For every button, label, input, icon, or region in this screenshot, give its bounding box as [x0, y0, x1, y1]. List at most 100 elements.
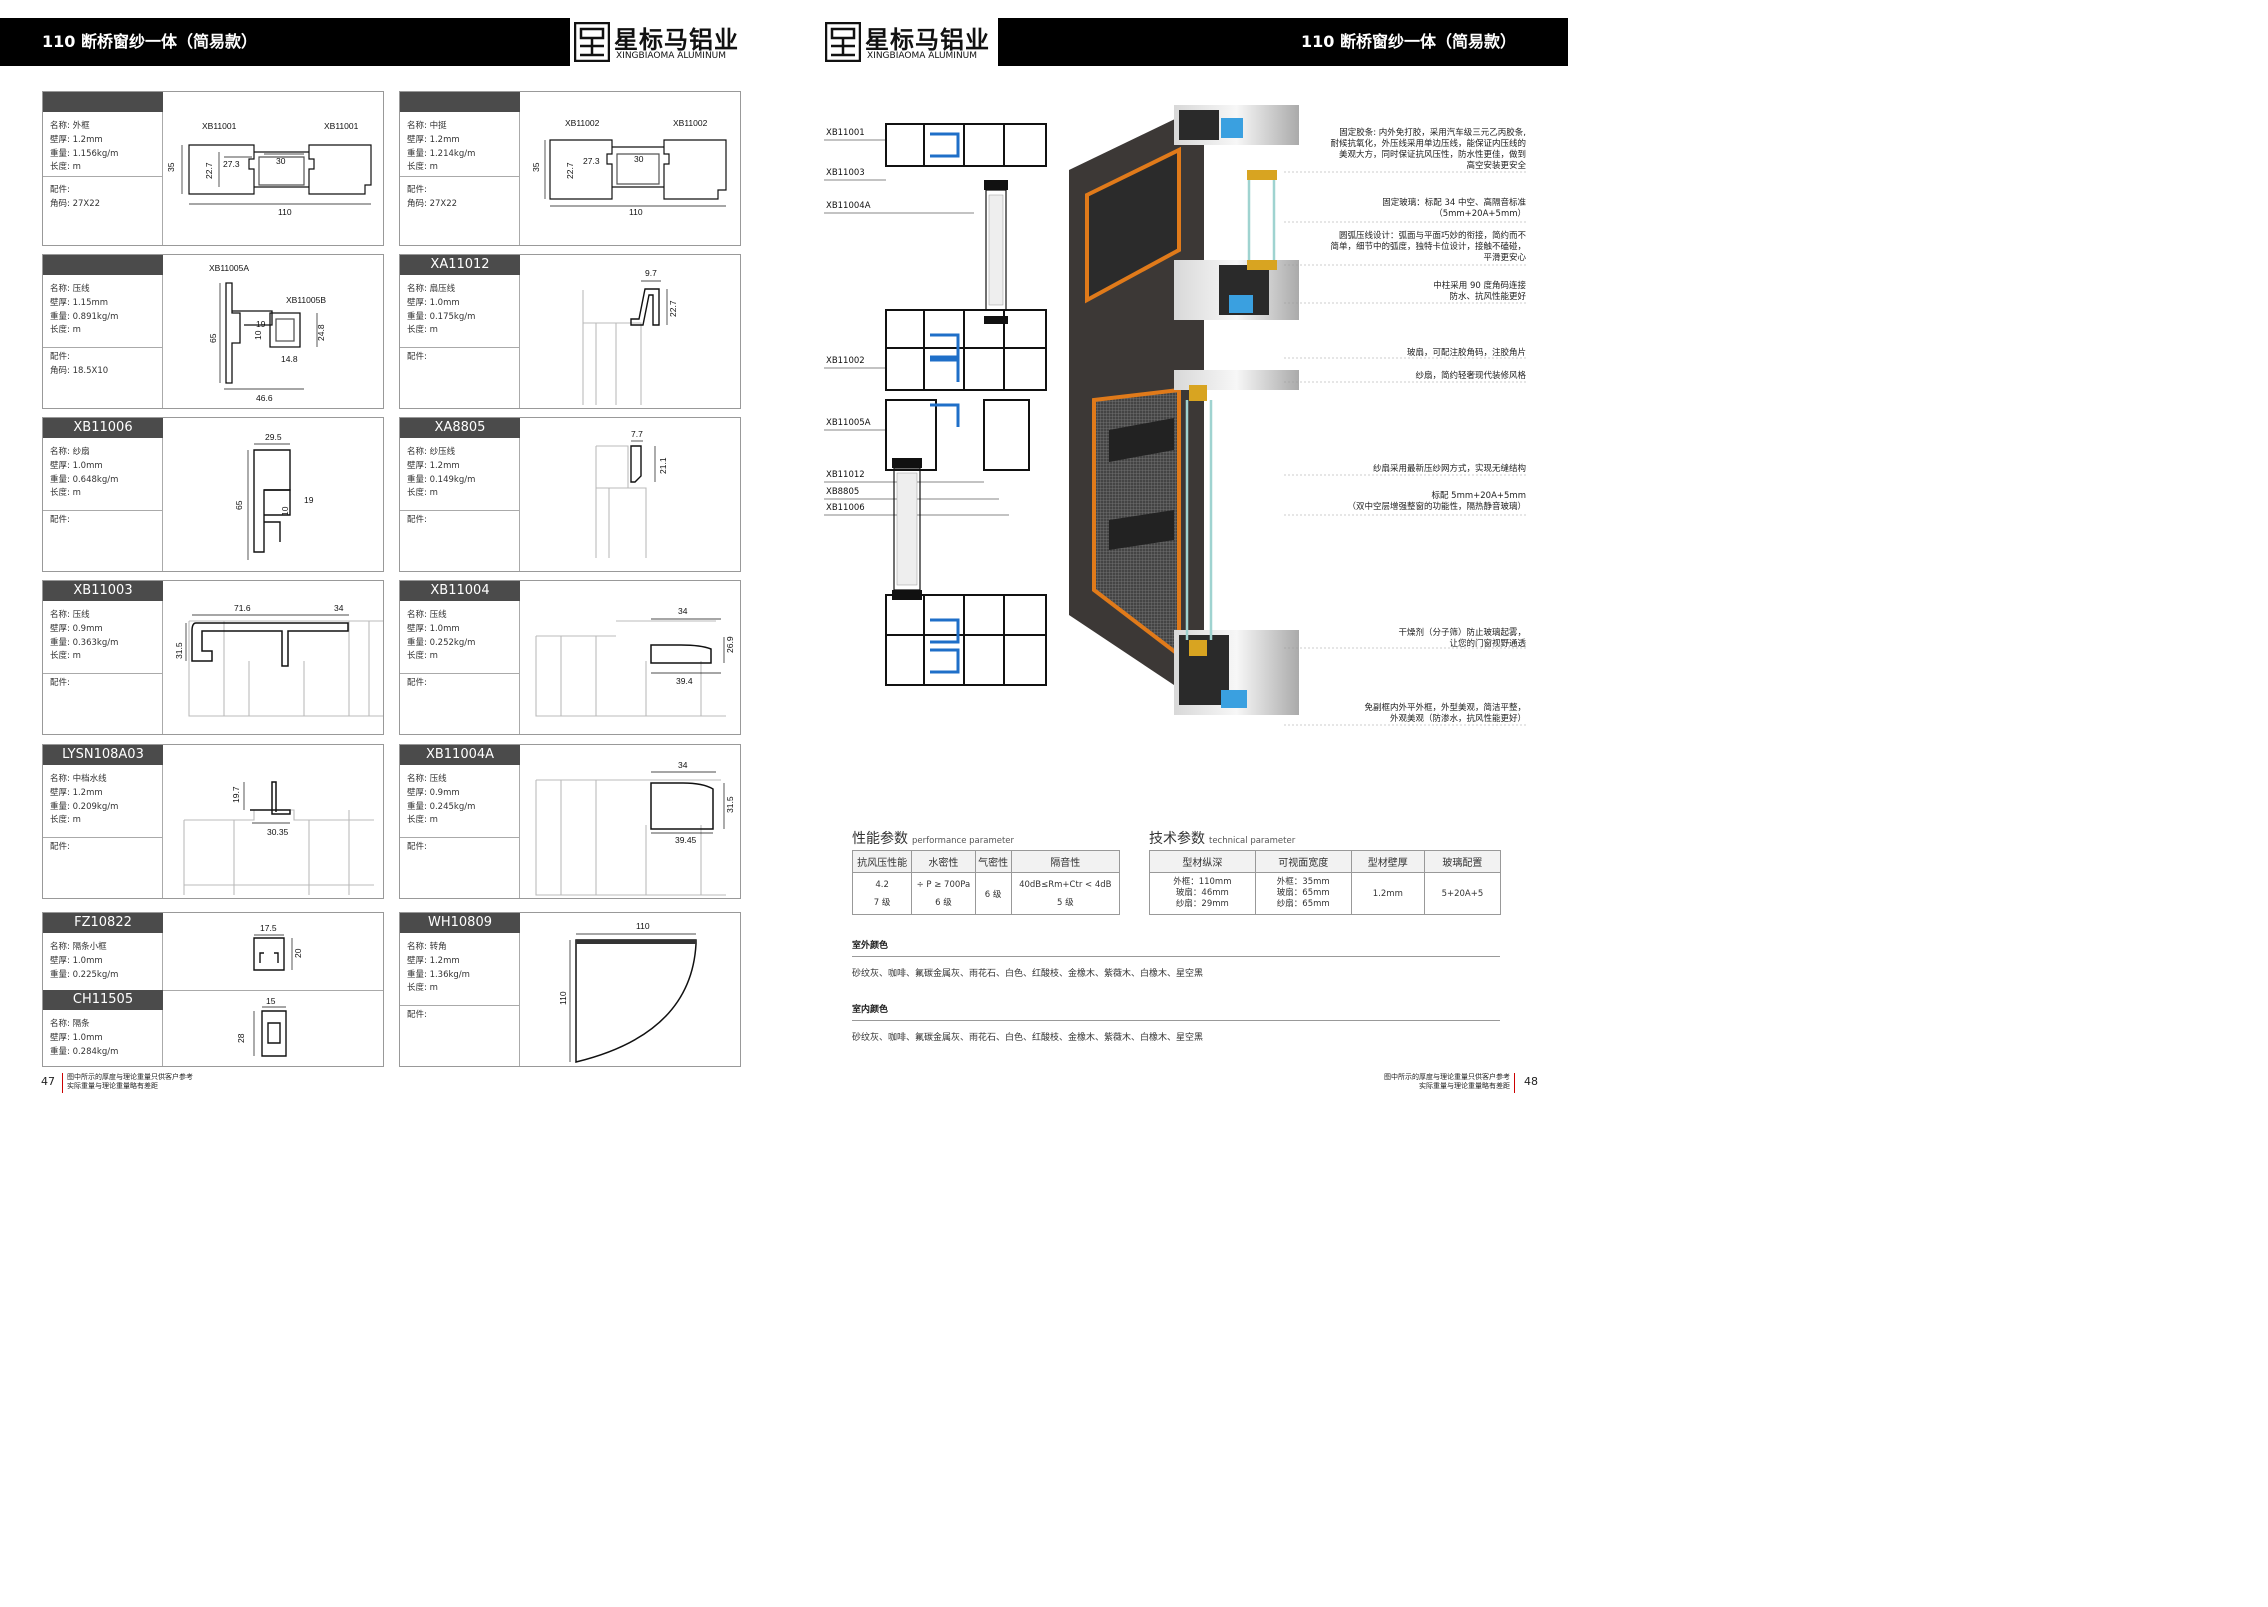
svg-text:XB11001: XB11001: [324, 121, 359, 131]
card-title: [400, 92, 520, 112]
card-title: XB11003: [43, 581, 163, 601]
profile-drawing: 110 110: [558, 921, 697, 1063]
card-title: XA8805: [400, 418, 520, 438]
brand-mark-icon: [574, 22, 610, 62]
card-title: LYSN108A03: [43, 745, 163, 765]
svg-text:110: 110: [558, 991, 568, 1005]
code-label: XB11005A: [826, 418, 871, 428]
card-accessories: 配件:: [407, 352, 427, 362]
svg-text:19: 19: [256, 319, 266, 329]
code-label: XB11003: [826, 168, 865, 178]
svg-text:27.3: 27.3: [583, 156, 600, 166]
indoor-colors-title: 室内颜色: [852, 1005, 889, 1015]
svg-text:XB11005B: XB11005B: [286, 295, 326, 305]
profile-drawing: 9.7 22.7: [582, 268, 678, 405]
svg-text:39.45: 39.45: [675, 835, 697, 845]
card-title: XB11004: [400, 581, 520, 601]
svg-text:22.7: 22.7: [565, 162, 575, 179]
svg-text:XB11005A: XB11005A: [209, 263, 249, 273]
svg-text:46.6: 46.6: [256, 393, 273, 403]
code-label: XB8805: [826, 487, 860, 497]
svg-text:17.5: 17.5: [260, 923, 277, 933]
feature-callout: 标配 5mm+20A+5mm（双中空层增强整窗的功能性，隔热静音玻璃）: [1347, 491, 1526, 512]
card-accessories: 配件:: [407, 515, 427, 525]
card-accessories: 配件:: [407, 678, 427, 688]
card-title: FZ10822: [43, 913, 163, 933]
card-accessories: 配件:: [50, 515, 70, 525]
svg-text:7.7: 7.7: [631, 429, 643, 439]
card-accessories: 配件:: [50, 678, 70, 688]
code-label: XB11006: [826, 503, 865, 513]
brand-mark-icon: [825, 22, 861, 62]
svg-text:10: 10: [253, 330, 263, 340]
svg-text:14.8: 14.8: [281, 354, 298, 364]
card-accessories: 配件:角码: 27X22: [50, 185, 101, 209]
svg-text:31.5: 31.5: [725, 796, 735, 813]
svg-text:110: 110: [636, 921, 650, 931]
feature-callout: 圆弧压线设计：弧面与平面巧妙的衔接，简约而不简单，细节中的弧度，独特卡位设计，接…: [1330, 231, 1526, 263]
profile-drawing: 19.7 30.35: [183, 781, 374, 895]
indoor-colors: 砂纹灰、咖啡、氟碳金属灰、雨花石、白色、红酸枝、金橡木、紫薇木、白橡木、星空黑: [852, 1033, 1204, 1043]
svg-text:15: 15: [266, 996, 276, 1006]
card-accessories: 配件:角码: 27X22: [407, 185, 458, 209]
cross-section-drawing: [824, 123, 1047, 686]
page-header-title: 110 断桥窗纱一体（简易款）: [0, 18, 570, 66]
card-accessories: 配件:: [407, 842, 427, 852]
profile-drawing: 29.5 65 19 10: [234, 432, 314, 560]
svg-text:34: 34: [334, 603, 344, 613]
card-accessories: 配件:角码: 18.5X10: [50, 352, 109, 376]
svg-text:XB11001: XB11001: [202, 121, 237, 131]
spec-name: 名称: 外框: [50, 121, 90, 131]
page-header-title: 110 断桥窗纱一体（简易款）: [998, 18, 1568, 66]
svg-text:65: 65: [234, 500, 244, 510]
feature-callout: 纱扇，简约轻奢现代装修风格: [1415, 371, 1526, 381]
card-title: [43, 92, 163, 112]
brand-name-en: XINGBIAOMA ALUMINUM: [616, 51, 727, 61]
brand-logo: 星标马铝业 XINGBIAOMA ALUMINUM: [825, 18, 995, 66]
svg-text:30: 30: [634, 154, 644, 164]
code-label: XB11001: [826, 128, 865, 138]
profile-drawing: 7.7 21.1: [595, 429, 668, 558]
code-label: XB11012: [826, 470, 865, 480]
footnote: 图中所示的厚度与理论重量只供客户参考实际重量与理论重量略有差距: [62, 1073, 193, 1093]
svg-text:21.1: 21.1: [658, 457, 668, 474]
code-label: XB11004A: [826, 201, 871, 211]
spec-thickness: 壁厚: 1.2mm: [50, 134, 103, 145]
svg-text:31.5: 31.5: [174, 642, 184, 659]
card-accessories: 配件:: [50, 842, 70, 852]
svg-text:19.7: 19.7: [231, 786, 241, 803]
right-page: 110 断桥窗纱一体（简易款） 星标马铝业 XINGBIAOMA ALUMINU…: [784, 0, 1568, 1111]
svg-text:34: 34: [678, 606, 688, 616]
feature-callout: 中柱采用 90 度角码连接防水、抗风性能更好: [1433, 281, 1526, 302]
svg-text:27.3: 27.3: [223, 159, 240, 169]
card-title: WH10809: [400, 913, 520, 933]
svg-text:10: 10: [280, 506, 290, 516]
card-title-2: CH11505: [43, 990, 163, 1010]
svg-text:30.35: 30.35: [267, 827, 289, 837]
card-info-column: [43, 112, 163, 245]
svg-text:29.5: 29.5: [265, 432, 282, 442]
page-number: 47: [41, 1075, 55, 1088]
feature-callout: 纱扇采用最新压纱网方式，实现无缝结构: [1372, 464, 1526, 474]
feature-callout: 固定玻璃：标配 34 中空、高隔音标准（5mm+20A+5mm）: [1382, 198, 1526, 219]
code-label: XB11002: [826, 356, 865, 366]
